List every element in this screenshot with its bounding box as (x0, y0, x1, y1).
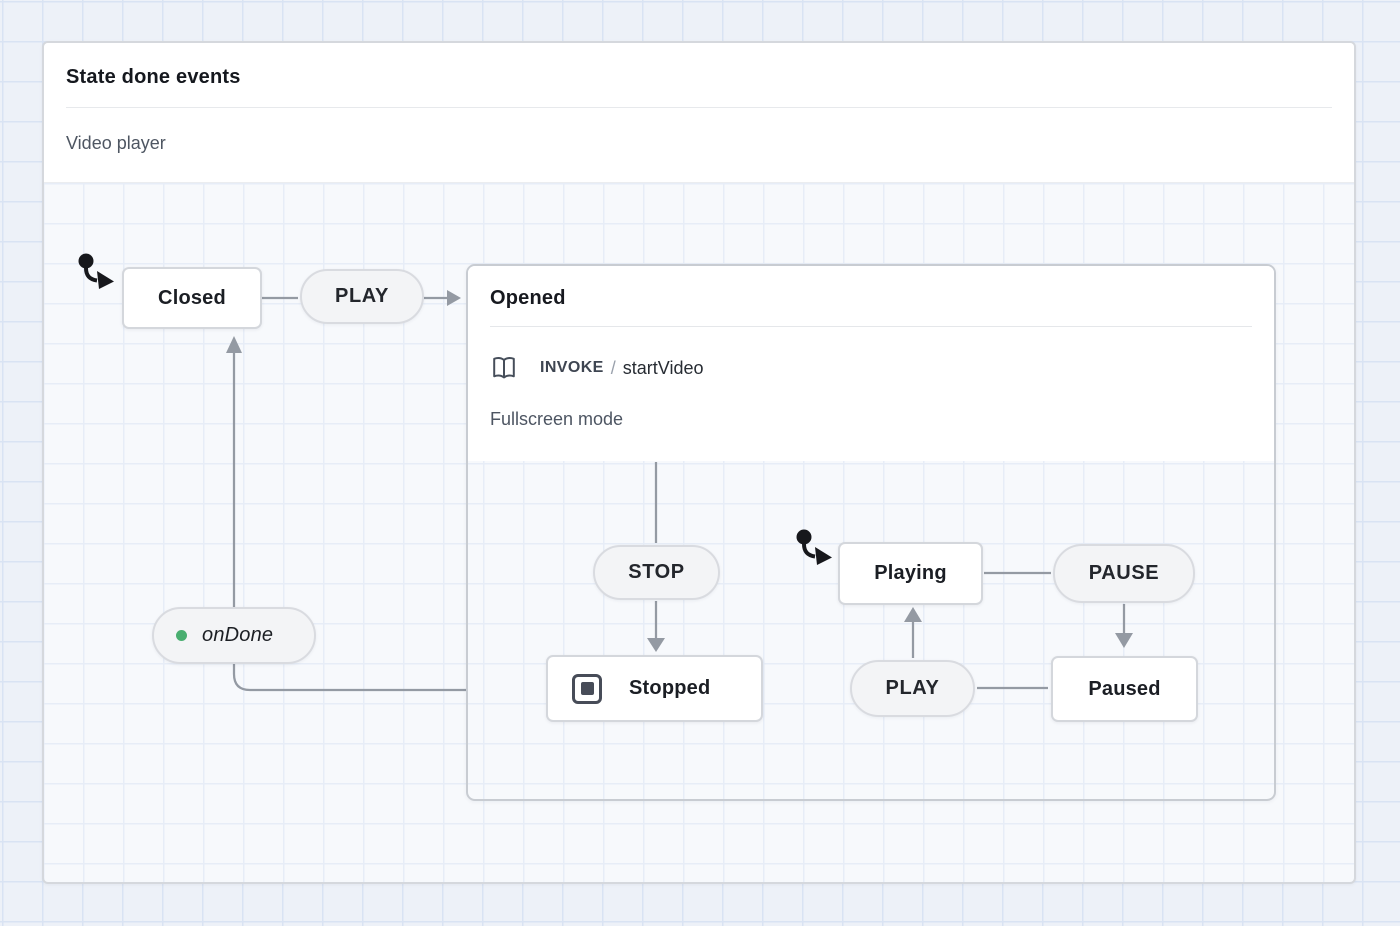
invoke-row[interactable]: INVOKE / startVideo (490, 354, 1252, 382)
state-playing-label: Playing (874, 562, 947, 584)
state-playing[interactable]: Playing (838, 542, 983, 605)
machine-header: State done events Video player (44, 43, 1354, 183)
invoke-separator: / (610, 357, 616, 378)
event-play2-label: PLAY (885, 677, 940, 699)
machine-subtitle: Video player (66, 133, 166, 153)
machine-title: State done events (66, 66, 241, 88)
final-state-icon (572, 673, 602, 704)
event-play-to-opened[interactable]: PLAY (300, 269, 424, 324)
state-stopped-label: Stopped (629, 677, 711, 699)
state-paused[interactable]: Paused (1051, 656, 1198, 722)
final-state-icon-core (580, 682, 594, 695)
machine-title-divider (66, 107, 1332, 108)
event-ondone-label: onDone (202, 624, 274, 646)
event-pause[interactable]: PAUSE (1053, 544, 1195, 603)
state-closed[interactable]: Closed (122, 267, 262, 329)
initial-state-indicator[interactable] (794, 528, 840, 566)
invoke-keyword: INVOKE (540, 359, 604, 376)
event-play-label: PLAY (335, 285, 389, 307)
state-stopped[interactable]: Stopped (546, 655, 763, 722)
event-stop[interactable]: STOP (593, 545, 720, 600)
state-opened-title: Opened (490, 287, 566, 309)
state-opened-header: Opened INVOKE / startVideo Fullscreen mo… (468, 266, 1274, 461)
state-opened[interactable]: Opened INVOKE / startVideo Fullscreen mo… (466, 264, 1276, 801)
initial-state-indicator[interactable] (76, 252, 122, 290)
event-stop-label: STOP (628, 561, 685, 583)
state-opened-description: Fullscreen mode (490, 409, 624, 429)
event-play-to-playing[interactable]: PLAY (850, 660, 975, 717)
state-opened-divider (490, 326, 1252, 327)
state-paused-label: Paused (1088, 677, 1161, 700)
event-ondone[interactable]: onDone (152, 607, 316, 664)
state-closed-label: Closed (158, 286, 226, 309)
green-dot-icon (176, 630, 187, 641)
event-pause-label: PAUSE (1088, 562, 1160, 584)
invoke-service-name: startVideo (622, 357, 704, 378)
machine-card[interactable]: State done events Video player (42, 41, 1356, 884)
open-book-icon (493, 357, 515, 379)
